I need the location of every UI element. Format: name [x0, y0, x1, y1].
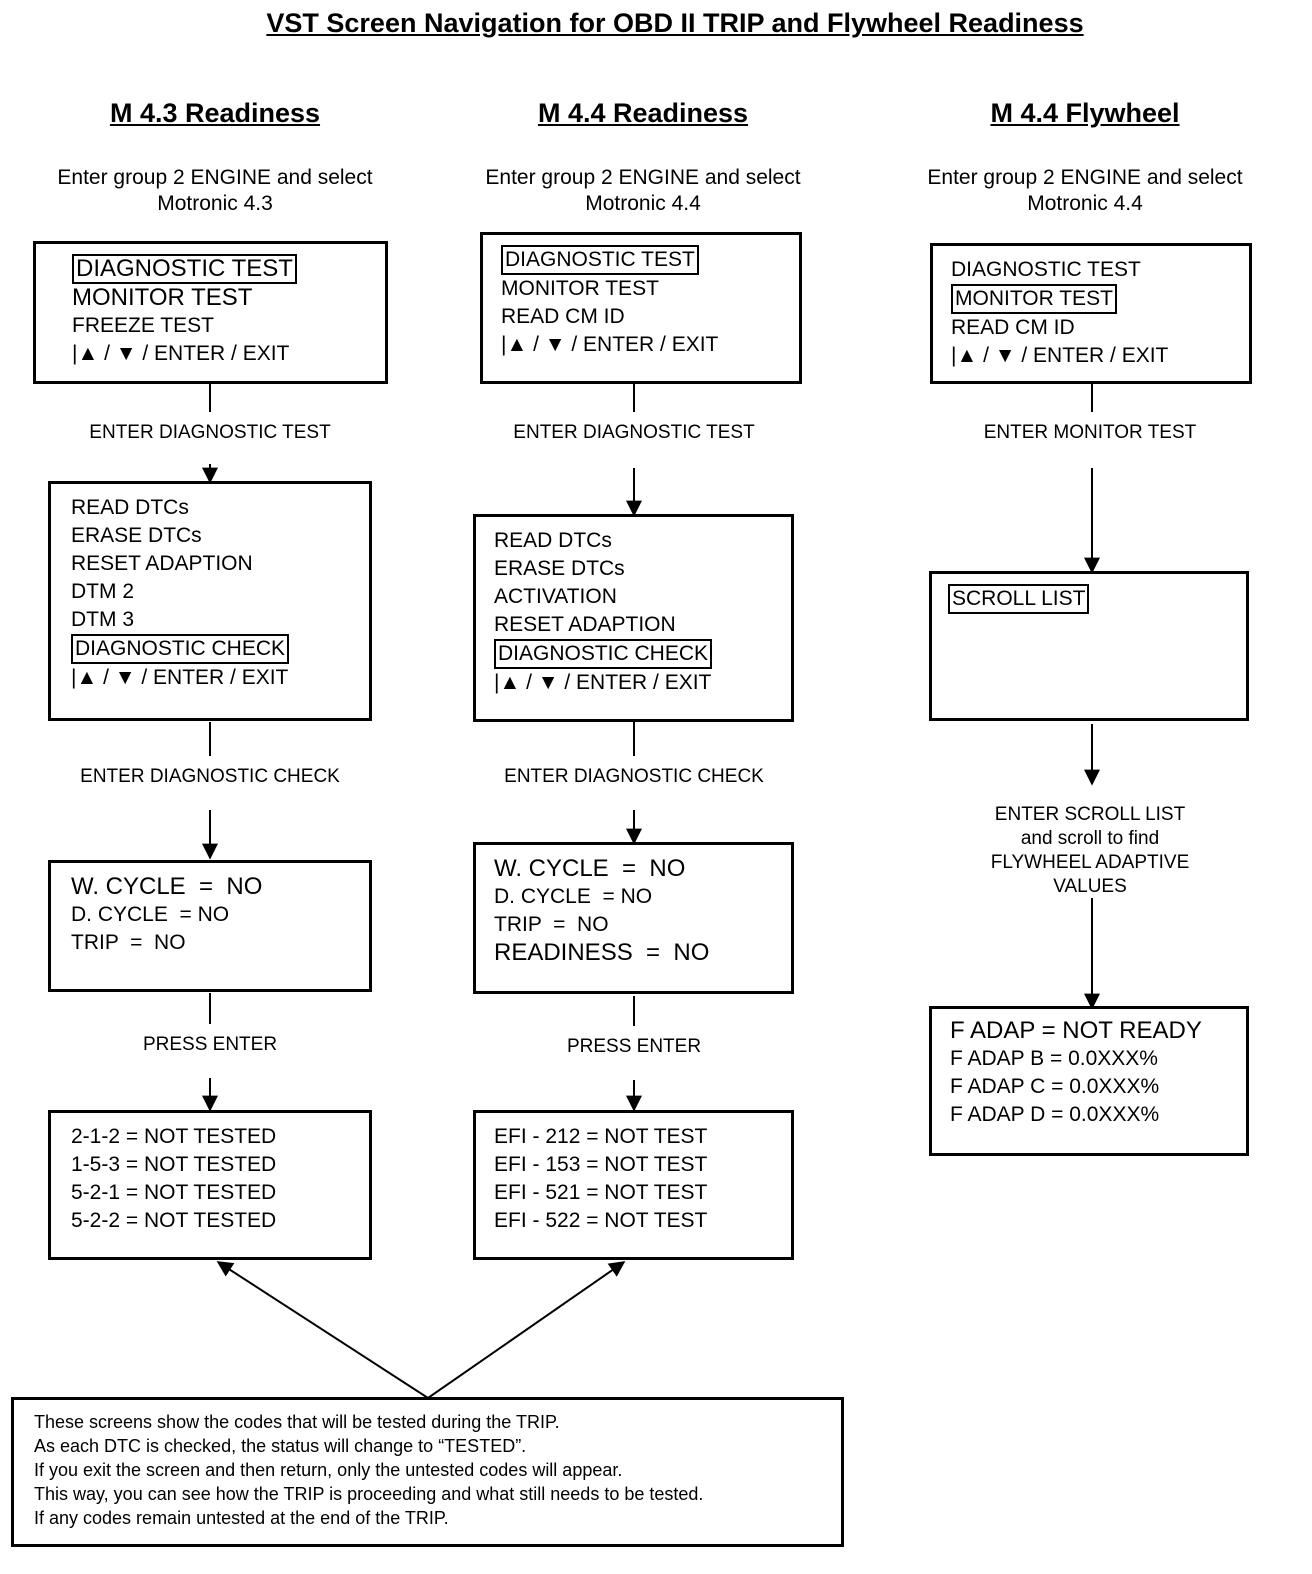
menu-item-read-cm-id[interactable]: READ CM ID [501, 305, 625, 328]
step-line: VALUES [1053, 876, 1127, 897]
arrow-note-right [427, 1261, 626, 1399]
flywheel-adap-b: F ADAP B = 0.0XXX% [950, 1047, 1158, 1070]
step-label-c1-2: ENTER DIAGNOSTIC CHECK [80, 766, 340, 787]
status-trip: TRIP = NO [494, 913, 609, 936]
menu-item-freeze-test[interactable]: FREEZE TEST [72, 314, 214, 337]
note-line: If any codes remain untested at the end … [34, 1508, 449, 1528]
trip-code-row: EFI - 521 = NOT TEST [494, 1181, 708, 1204]
step-label-c3-2: ENTER SCROLL LIST and scroll to find FLY… [940, 803, 1240, 899]
step-line: and scroll to find [1020, 828, 1160, 849]
column-intro-flywheel: Enter group 2 ENGINE and select Motronic… [890, 165, 1280, 217]
menu-item-diagnostic-test-selected[interactable]: DIAGNOSTIC TEST [501, 245, 699, 275]
menu-item-dtm-3[interactable]: DTM 3 [71, 608, 134, 631]
screen-diagnostic-menu-m43: READ DTCs ERASE DTCs RESET ADAPTION DTM … [48, 481, 372, 721]
menu-item-monitor-test-selected[interactable]: MONITOR TEST [951, 284, 1117, 314]
menu-item-diagnostic-check-selected[interactable]: DIAGNOSTIC CHECK [494, 639, 713, 669]
status-w-cycle: W. CYCLE = NO [494, 855, 686, 882]
flywheel-adap-d: F ADAP D = 0.0XXX% [950, 1103, 1160, 1126]
trip-explanation-note: These screens show the codes that will b… [11, 1397, 844, 1547]
intro-line: Enter group 2 ENGINE and select [485, 166, 801, 189]
column-heading-m44-flywheel: M 4.4 Flywheel [990, 98, 1180, 128]
intro-line: Motronic 4.3 [157, 192, 273, 215]
screen-flywheel-adaptive-values: F ADAP = NOT READY F ADAP B = 0.0XXX% F … [929, 1006, 1249, 1156]
note-line: If you exit the screen and then return, … [34, 1460, 623, 1480]
trip-code-row: 1-5-3 = NOT TESTED [71, 1153, 277, 1176]
menu-item-erase-dtcs[interactable]: ERASE DTCs [494, 557, 625, 580]
nav-keys-hint: |▲ / ▼ / ENTER / EXIT [71, 666, 289, 689]
status-w-cycle: W. CYCLE = NO [71, 873, 263, 900]
note-line: This way, you can see how the TRIP is pr… [34, 1484, 704, 1504]
screen-main-menu-m43: DIAGNOSTIC TEST MONITOR TEST FREEZE TEST… [33, 241, 388, 384]
screen-diagnostic-menu-m44: READ DTCs ERASE DTCs ACTIVATION RESET AD… [473, 514, 794, 722]
menu-item-diagnostic-test-selected[interactable]: DIAGNOSTIC TEST [72, 254, 297, 284]
menu-item-monitor-test[interactable]: MONITOR TEST [72, 284, 253, 311]
trip-code-row: EFI - 522 = NOT TEST [494, 1209, 708, 1232]
screen-main-menu-m44: DIAGNOSTIC TEST MONITOR TEST READ CM ID … [480, 232, 802, 384]
trip-code-row: 5-2-1 = NOT TESTED [71, 1181, 277, 1204]
step-label-c2-1: ENTER DIAGNOSTIC TEST [513, 422, 755, 443]
screen-status-m44: W. CYCLE = NO D. CYCLE = NO TRIP = NO RE… [473, 842, 794, 994]
menu-item-scroll-list-selected[interactable]: SCROLL LIST [948, 584, 1090, 614]
step-label-c1-1: ENTER DIAGNOSTIC TEST [89, 422, 331, 443]
column-heading-m44-readiness: M 4.4 Readiness [537, 98, 749, 128]
nav-keys-hint: |▲ / ▼ / ENTER / EXIT [951, 344, 1169, 367]
intro-line: Enter group 2 ENGINE and select [927, 166, 1243, 189]
menu-item-read-dtcs[interactable]: READ DTCs [494, 529, 612, 552]
note-line: These screens show the codes that will b… [34, 1412, 560, 1432]
flywheel-adap-c: F ADAP C = 0.0XXX% [950, 1075, 1160, 1098]
column-intro-m43: Enter group 2 ENGINE and select Motronic… [20, 165, 410, 217]
intro-line: Motronic 4.4 [585, 192, 701, 215]
menu-item-diagnostic-check-selected[interactable]: DIAGNOSTIC CHECK [71, 634, 290, 664]
step-label-c2-2: ENTER DIAGNOSTIC CHECK [504, 766, 764, 787]
trip-code-row: EFI - 153 = NOT TEST [494, 1153, 708, 1176]
nav-keys-hint: |▲ / ▼ / ENTER / EXIT [501, 333, 719, 356]
screen-trip-codes-m43: 2-1-2 = NOT TESTED 1-5-3 = NOT TESTED 5-… [48, 1110, 372, 1260]
trip-code-row: 2-1-2 = NOT TESTED [71, 1125, 277, 1148]
screen-scroll-list: SCROLL LIST [929, 571, 1249, 721]
arrow-note-left [216, 1261, 429, 1399]
trip-code-row: 5-2-2 = NOT TESTED [71, 1209, 277, 1232]
step-line: FLYWHEEL ADAPTIVE [990, 852, 1190, 873]
step-label-c1-3: PRESS ENTER [142, 1034, 278, 1055]
column-intro-m44: Enter group 2 ENGINE and select Motronic… [448, 165, 838, 217]
status-d-cycle: D. CYCLE = NO [494, 885, 653, 908]
page-title: VST Screen Navigation for OBD II TRIP an… [266, 8, 1084, 38]
menu-item-read-dtcs[interactable]: READ DTCs [71, 496, 189, 519]
menu-item-read-cm-id[interactable]: READ CM ID [951, 316, 1075, 339]
menu-item-reset-adaption[interactable]: RESET ADAPTION [494, 613, 676, 636]
status-d-cycle: D. CYCLE = NO [71, 903, 230, 926]
intro-line: Motronic 4.4 [1027, 192, 1143, 215]
menu-item-erase-dtcs[interactable]: ERASE DTCs [71, 524, 202, 547]
note-line: As each DTC is checked, the status will … [34, 1436, 527, 1456]
menu-item-dtm-2[interactable]: DTM 2 [71, 580, 134, 603]
menu-item-monitor-test[interactable]: MONITOR TEST [501, 277, 659, 300]
menu-item-activation[interactable]: ACTIVATION [494, 585, 617, 608]
screen-main-menu-flywheel: DIAGNOSTIC TEST MONITOR TEST READ CM ID … [930, 243, 1252, 384]
column-heading-m43-readiness: M 4.3 Readiness [109, 98, 321, 128]
screen-status-m43: W. CYCLE = NO D. CYCLE = NO TRIP = NO [48, 860, 372, 992]
status-trip: TRIP = NO [71, 931, 186, 954]
trip-code-row: EFI - 212 = NOT TEST [494, 1125, 708, 1148]
status-readiness: READINESS = NO [494, 939, 710, 966]
step-label-c3-1: ENTER MONITOR TEST [983, 422, 1197, 443]
nav-keys-hint: |▲ / ▼ / ENTER / EXIT [494, 671, 712, 694]
menu-item-diagnostic-test[interactable]: DIAGNOSTIC TEST [951, 258, 1141, 281]
intro-line: Enter group 2 ENGINE and select [57, 166, 373, 189]
step-label-c2-3: PRESS ENTER [566, 1036, 702, 1057]
nav-keys-hint: |▲ / ▼ / ENTER / EXIT [72, 342, 290, 365]
screen-trip-codes-m44: EFI - 212 = NOT TEST EFI - 153 = NOT TES… [473, 1110, 794, 1260]
flywheel-adap-status: F ADAP = NOT READY [950, 1017, 1202, 1044]
step-line: ENTER SCROLL LIST [994, 804, 1186, 825]
menu-item-reset-adaption[interactable]: RESET ADAPTION [71, 552, 253, 575]
